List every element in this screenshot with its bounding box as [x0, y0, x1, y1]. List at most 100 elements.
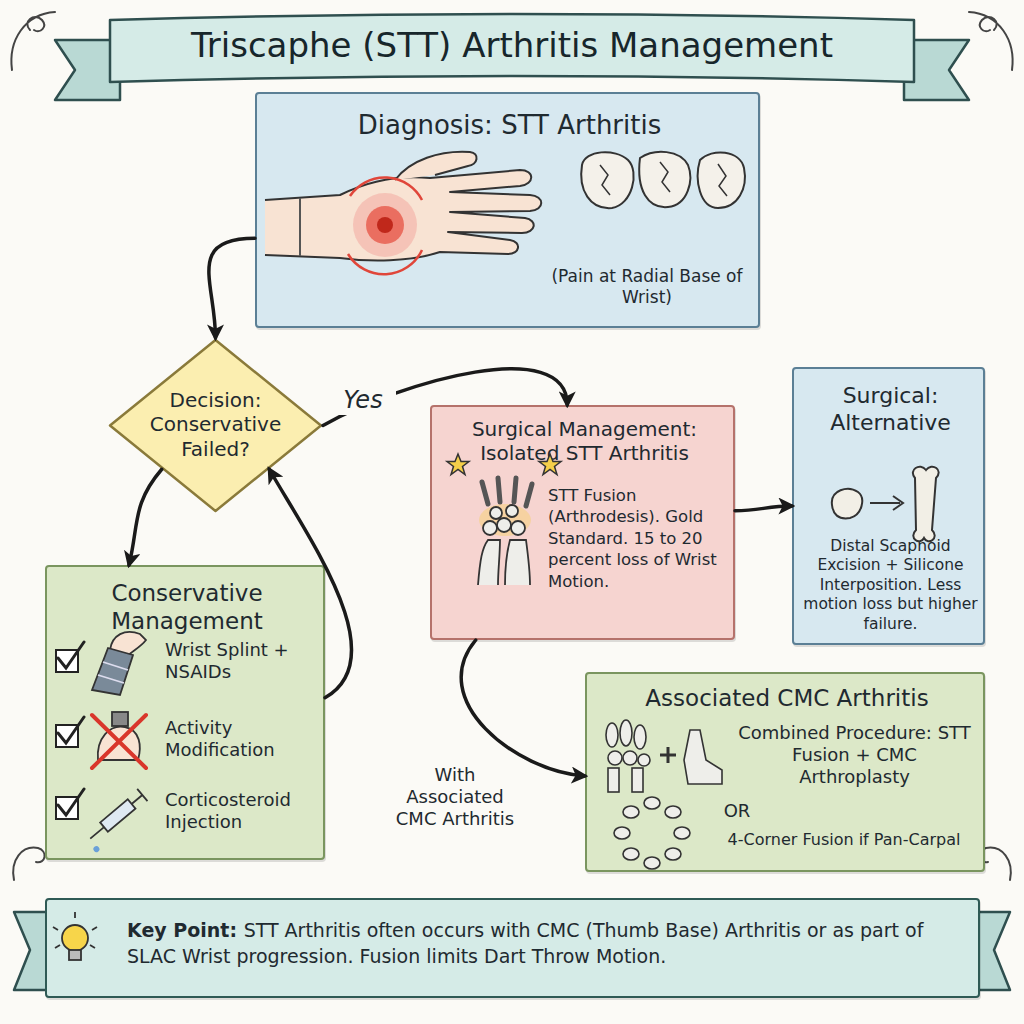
- decor-shape: [11, 12, 55, 70]
- checkbox-icons: [56, 642, 84, 819]
- decor-shape: [893, 496, 903, 510]
- decor-shape: [581, 152, 633, 208]
- decor-shape: [660, 162, 670, 192]
- decor-shape: [56, 725, 78, 747]
- decor-shape: [665, 806, 681, 818]
- box-title: Associated CMC Arthritis: [597, 684, 977, 712]
- excision-illustration: [832, 467, 939, 542]
- keypoint-heading: Key Point:: [127, 919, 237, 941]
- decor-shape: [870, 502, 900, 504]
- decor-shape: [623, 848, 639, 860]
- flow-arrow: [461, 640, 585, 776]
- decor-shape: [718, 164, 727, 196]
- decor-shape: [350, 178, 422, 200]
- hand-illustration: [265, 152, 541, 261]
- diamond-shape: [110, 340, 321, 511]
- box-title: Surgical: Alternative: [800, 383, 981, 437]
- flow-arrow: [129, 469, 162, 565]
- decor-shape: [56, 797, 78, 819]
- decor-shape: [377, 217, 393, 233]
- keypoint-paragraph: Key Point:STT Arthritis often occurs wit…: [127, 918, 972, 969]
- keypoint-banner: Key Point:STT Arthritis often occurs wit…: [45, 898, 980, 998]
- process-box: Surgical Management: Isolated STT Arthri…: [430, 405, 735, 640]
- decor-shape: [353, 193, 417, 257]
- decor-shape: [92, 715, 146, 768]
- syringe-icon: [81, 789, 152, 854]
- activity-icon: [92, 712, 146, 768]
- decor-shape: [639, 152, 690, 207]
- title-ribbon: [55, 14, 969, 100]
- decision-text: Decision: Conservative Failed?: [148, 388, 283, 461]
- decor-shape: [969, 12, 1013, 70]
- decor-shape: [58, 642, 84, 815]
- decor-shape: [395, 152, 477, 180]
- four-corner-ring-icon: [614, 797, 690, 869]
- or-text: OR: [707, 800, 767, 822]
- checklist-item: Wrist Splint + NSAIDs: [165, 639, 323, 683]
- decor-shape: [497, 518, 511, 532]
- checklist-item: Activity Modification: [165, 717, 323, 761]
- decor-shape: [632, 768, 643, 792]
- decor-shape: [56, 650, 78, 672]
- decor-shape: [608, 768, 619, 792]
- decor-shape: [606, 723, 618, 747]
- decor-shape: [490, 507, 502, 519]
- diagnosis-box: Diagnosis: STT Arthritis (Pain at Radial …: [255, 92, 760, 328]
- decor-shape: [608, 751, 622, 765]
- decor-shape: [623, 806, 639, 818]
- decor-shape: [69, 950, 81, 960]
- corner-swirls: [11, 12, 1012, 880]
- box-title: Surgical Management: Isolated STT Arthri…: [440, 417, 729, 466]
- decor-shape: [665, 848, 681, 860]
- alternative-box: Surgical: AlternativeDistal Scaphoid Exc…: [792, 367, 985, 645]
- carpal-bones-illustration: [581, 152, 745, 208]
- decor-shape: [638, 754, 650, 766]
- flow-arrow: [323, 369, 567, 426]
- decision-diamond: Decision: Conservative Failed?: [108, 338, 323, 513]
- box-body: STT Fusion (Arthrodesis). Gold Standard.…: [548, 485, 730, 592]
- decor-shape: [913, 467, 939, 542]
- lightbulb-icon: [53, 912, 97, 960]
- decor-shape: [698, 152, 745, 208]
- box-body: Combined Procedure: STT Fusion + CMC Art…: [737, 722, 972, 788]
- edge-label: With Associated CMC Arthritis: [385, 764, 525, 830]
- decor-shape: [62, 925, 88, 951]
- decor-shape: [600, 165, 610, 195]
- decor-shape: [623, 751, 637, 765]
- decor-shape: [447, 454, 469, 475]
- decor-shape: [92, 845, 100, 853]
- decor-shape: [53, 912, 97, 948]
- decor-shape: [348, 250, 422, 274]
- flow-arrow: [735, 506, 792, 511]
- decor-shape: [265, 170, 541, 260]
- decor-shape: [832, 489, 862, 518]
- star-icons: [447, 454, 561, 475]
- box-title: Diagnosis: STT Arthritis: [257, 110, 762, 142]
- checklist-item: Corticosteroid Injection: [165, 789, 323, 833]
- decor-shape: [483, 521, 497, 535]
- box-note: (Pain at Radial Base of Wrist): [542, 266, 752, 307]
- splint-icon: [92, 632, 146, 695]
- decor-shape: [539, 454, 561, 475]
- decor-shape: [299, 198, 301, 256]
- title-text: Triscaphe (STT) Arthritis Management: [120, 25, 904, 66]
- decor-shape: [110, 632, 146, 656]
- cmc-bones-icon: [606, 720, 722, 792]
- decor-shape: [13, 848, 44, 880]
- decor-shape: [112, 712, 128, 726]
- decor-shape: [478, 540, 500, 585]
- decor-shape: [614, 827, 630, 839]
- decor-shape: [110, 14, 914, 82]
- decor-shape: [620, 720, 632, 746]
- decor-shape: [684, 730, 722, 784]
- combined-box: Associated CMC ArthritisCombined Procedu…: [585, 672, 985, 872]
- decor-shape: [366, 206, 404, 244]
- decor-shape: [482, 478, 532, 506]
- decor-shape: [98, 662, 128, 683]
- decor-shape: [660, 747, 676, 763]
- decor-shape: [479, 504, 531, 536]
- decor-shape: [505, 540, 530, 585]
- flow-arrow: [209, 238, 255, 338]
